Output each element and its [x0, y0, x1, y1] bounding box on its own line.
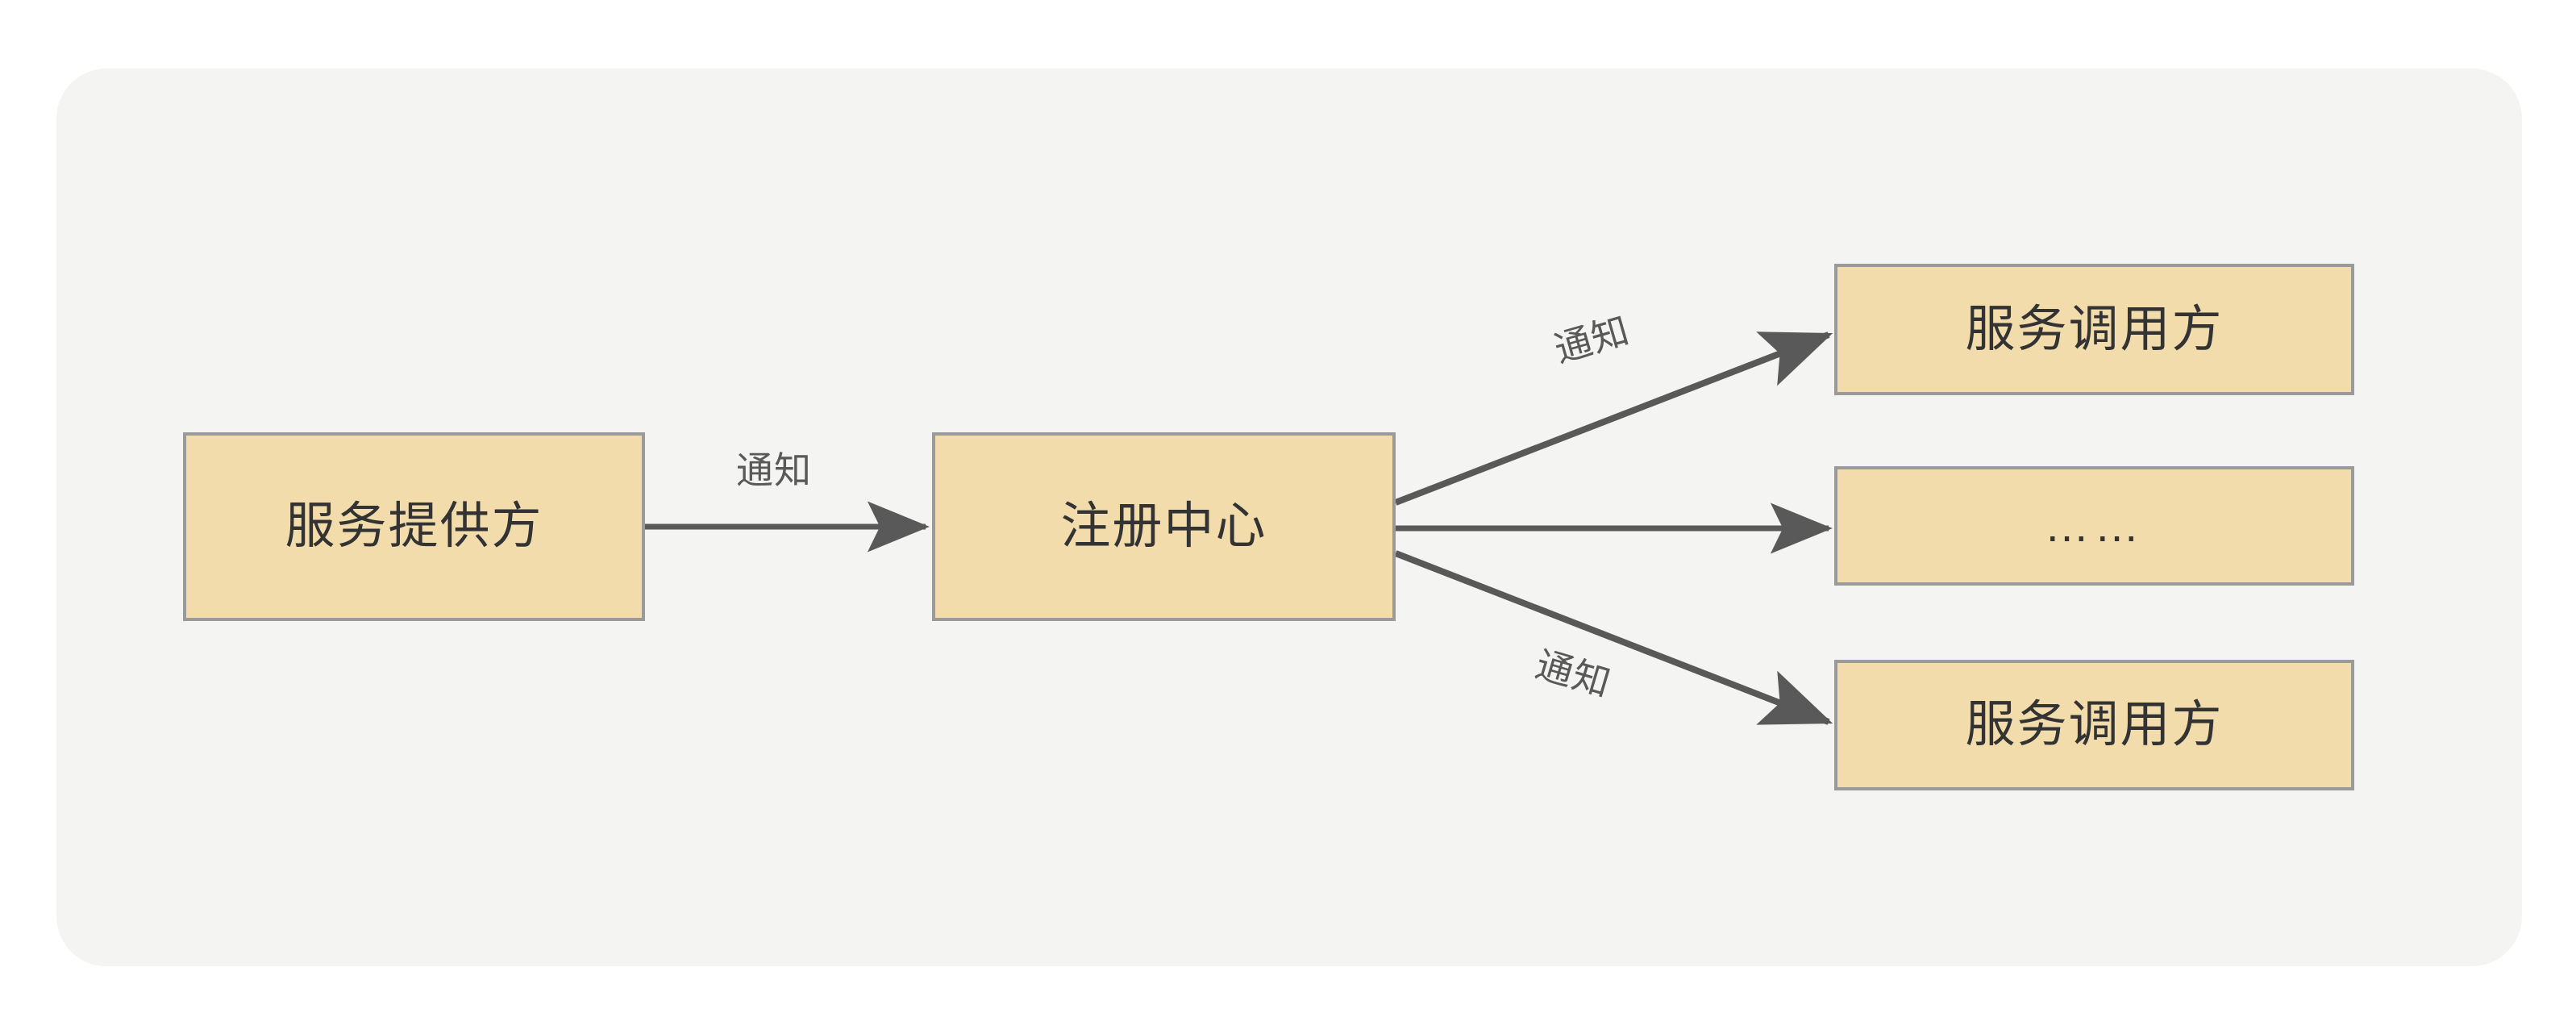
node-service-consumer-more[interactable]: …… — [1834, 466, 2354, 586]
node-label-registry-center: 注册中心 — [1060, 498, 1267, 554]
node-label-service-consumer-bottom: 服务调用方 — [1965, 697, 2224, 753]
node-label-service-consumer-top: 服务调用方 — [1965, 301, 2224, 357]
node-registry-center[interactable]: 注册中心 — [932, 432, 1396, 621]
node-service-consumer-top[interactable]: 服务调用方 — [1834, 264, 2354, 395]
node-service-consumer-bottom[interactable]: 服务调用方 — [1834, 660, 2354, 790]
node-label-ellipsis: …… — [2044, 500, 2145, 551]
node-service-provider[interactable]: 服务提供方 — [183, 432, 645, 621]
edge-label-provider-to-registry: 通知 — [736, 449, 812, 491]
node-label-service-provider: 服务提供方 — [285, 498, 543, 554]
